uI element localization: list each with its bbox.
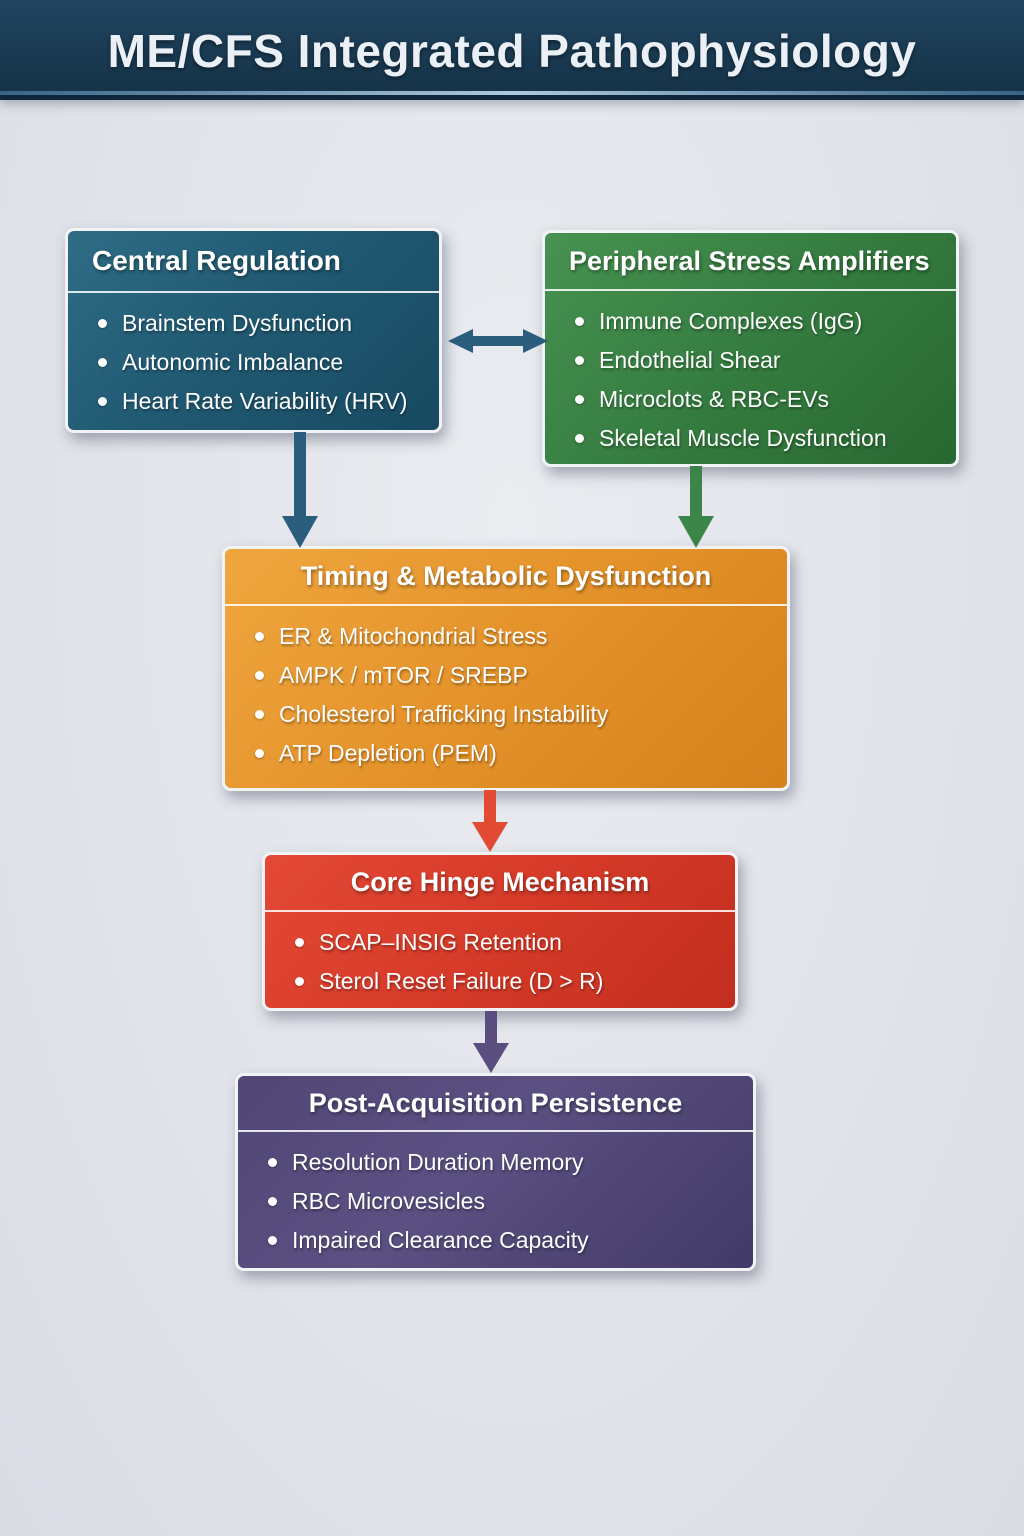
box-central-regulation-title: Central Regulation bbox=[68, 231, 439, 293]
list-item-label: Heart Rate Variability (HRV) bbox=[122, 388, 408, 414]
header-bar: ME/CFS Integrated Pathophysiology bbox=[0, 0, 1024, 100]
bidirectional-arrow-icon bbox=[448, 329, 548, 353]
list-item-label: Resolution Duration Memory bbox=[292, 1149, 584, 1175]
header-base-line bbox=[0, 95, 1024, 100]
box-post-acquisition-persistence: Post-Acquisition Persistence Resolution … bbox=[235, 1073, 756, 1271]
bullet-icon bbox=[268, 1197, 277, 1206]
down-arrow-shape bbox=[678, 466, 714, 548]
list-item-label: Skeletal Muscle Dysfunction bbox=[599, 425, 887, 451]
down-arrow-icon bbox=[282, 432, 318, 548]
list-item: ER & Mitochondrial Stress bbox=[255, 617, 769, 656]
list-item-label: Microclots & RBC-EVs bbox=[599, 386, 830, 412]
list-item: Cholesterol Trafficking Instability bbox=[255, 695, 769, 734]
bullet-icon bbox=[295, 977, 304, 986]
bullet-icon bbox=[98, 319, 107, 328]
list-item-label: AMPK / mTOR / SREBP bbox=[279, 662, 528, 688]
bullet-icon bbox=[98, 397, 107, 406]
list-item: SCAP–INSIG Retention bbox=[295, 923, 717, 962]
list-item: Impaired Clearance Capacity bbox=[268, 1221, 735, 1260]
down-arrow-shape bbox=[473, 1011, 509, 1073]
box-timing-metabolic-dysfunction: Timing & Metabolic Dysfunction ER & Mito… bbox=[222, 546, 790, 791]
header-accent-line bbox=[0, 91, 1024, 95]
page-title: ME/CFS Integrated Pathophysiology bbox=[107, 25, 917, 77]
down-arrow-icon bbox=[472, 790, 508, 852]
down-arrow-icon bbox=[473, 1011, 509, 1073]
box-post-acquisition-persistence-title: Post-Acquisition Persistence bbox=[238, 1076, 753, 1132]
bullet-icon bbox=[268, 1236, 277, 1245]
box-peripheral-stress-amplifiers: Peripheral Stress Amplifiers Immune Comp… bbox=[542, 230, 959, 467]
list-item: Sterol Reset Failure (D > R) bbox=[295, 962, 717, 1001]
bullet-icon bbox=[255, 671, 264, 680]
list-item: RBC Microvesicles bbox=[268, 1182, 735, 1221]
box-core-hinge-mechanism-list: SCAP–INSIG Retention Sterol Reset Failur… bbox=[265, 912, 735, 1001]
box-timing-metabolic-dysfunction-title: Timing & Metabolic Dysfunction bbox=[225, 549, 787, 606]
list-item-label: ER & Mitochondrial Stress bbox=[279, 623, 548, 649]
box-peripheral-stress-amplifiers-list: Immune Complexes (IgG) Endothelial Shear… bbox=[545, 291, 956, 458]
list-item-label: Autonomic Imbalance bbox=[122, 349, 344, 375]
bullet-icon bbox=[255, 632, 264, 641]
list-item: Endothelial Shear bbox=[575, 341, 938, 380]
box-post-acquisition-persistence-list: Resolution Duration Memory RBC Microvesi… bbox=[238, 1132, 753, 1260]
list-item: Heart Rate Variability (HRV) bbox=[98, 382, 421, 421]
list-item: Autonomic Imbalance bbox=[98, 343, 421, 382]
list-item-label: Immune Complexes (IgG) bbox=[599, 308, 863, 334]
bullet-icon bbox=[575, 356, 584, 365]
list-item-label: RBC Microvesicles bbox=[292, 1188, 485, 1214]
box-central-regulation: Central Regulation Brainstem Dysfunction… bbox=[65, 228, 442, 433]
list-item: Brainstem Dysfunction bbox=[98, 304, 421, 343]
bidirectional-arrow-shape bbox=[448, 329, 548, 353]
down-arrow-shape bbox=[472, 790, 508, 852]
bullet-icon bbox=[575, 395, 584, 404]
box-core-hinge-mechanism: Core Hinge Mechanism SCAP–INSIG Retentio… bbox=[262, 852, 738, 1011]
list-item: ATP Depletion (PEM) bbox=[255, 734, 769, 773]
list-item-label: Endothelial Shear bbox=[599, 347, 781, 373]
bullet-icon bbox=[575, 434, 584, 443]
list-item: Skeletal Muscle Dysfunction bbox=[575, 419, 938, 458]
list-item: Immune Complexes (IgG) bbox=[575, 302, 938, 341]
box-timing-metabolic-dysfunction-list: ER & Mitochondrial Stress AMPK / mTOR / … bbox=[225, 606, 787, 773]
list-item-label: Brainstem Dysfunction bbox=[122, 310, 353, 336]
box-core-hinge-mechanism-title: Core Hinge Mechanism bbox=[265, 855, 735, 912]
list-item-label: SCAP–INSIG Retention bbox=[319, 929, 562, 955]
bullet-icon bbox=[268, 1158, 277, 1167]
list-item-label: Impaired Clearance Capacity bbox=[292, 1227, 589, 1253]
box-central-regulation-list: Brainstem Dysfunction Autonomic Imbalanc… bbox=[68, 293, 439, 421]
down-arrow-shape bbox=[282, 432, 318, 548]
list-item-label: Cholesterol Trafficking Instability bbox=[279, 701, 609, 727]
bullet-icon bbox=[98, 358, 107, 367]
bullet-icon bbox=[255, 710, 264, 719]
box-peripheral-stress-amplifiers-title: Peripheral Stress Amplifiers bbox=[545, 233, 956, 291]
bullet-icon bbox=[255, 749, 264, 758]
list-item: Microclots & RBC-EVs bbox=[575, 380, 938, 419]
list-item: Resolution Duration Memory bbox=[268, 1143, 735, 1182]
list-item-label: Sterol Reset Failure (D > R) bbox=[319, 968, 604, 994]
list-item-label: ATP Depletion (PEM) bbox=[279, 740, 497, 766]
list-item: AMPK / mTOR / SREBP bbox=[255, 656, 769, 695]
bullet-icon bbox=[575, 317, 584, 326]
bullet-icon bbox=[295, 938, 304, 947]
down-arrow-icon bbox=[678, 466, 714, 548]
